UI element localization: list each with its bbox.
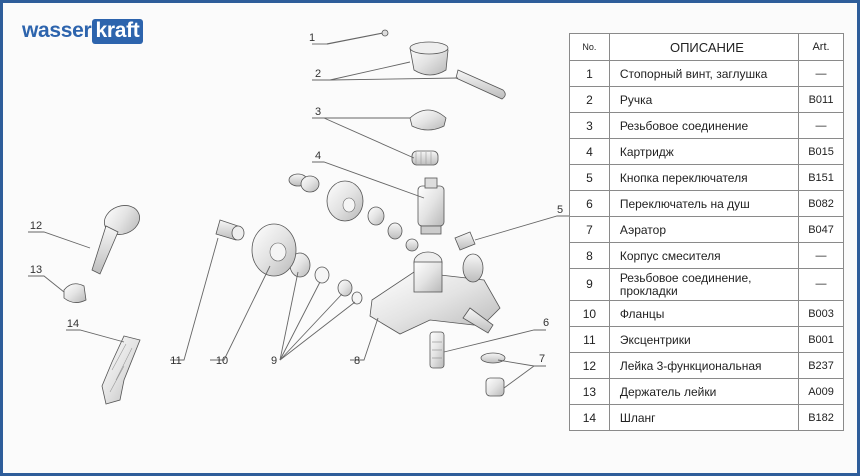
cell-art: A009 bbox=[798, 378, 844, 405]
cell-description: Шланг bbox=[608, 404, 800, 431]
part-10-flange bbox=[251, 223, 297, 277]
part-12-shower-head bbox=[91, 205, 140, 275]
cell-art: B015 bbox=[798, 138, 844, 165]
callout-6: 6 bbox=[543, 317, 549, 329]
part-14-hose bbox=[101, 335, 141, 405]
cell-no: 12 bbox=[569, 352, 610, 379]
cell-description: Фланцы bbox=[608, 300, 800, 327]
logo-wasser: wasser bbox=[22, 19, 92, 42]
cell-art: B047 bbox=[798, 216, 844, 243]
cell-no: 3 bbox=[569, 112, 610, 139]
cell-no: 7 bbox=[569, 216, 610, 243]
cell-description: Держатель лейки bbox=[608, 378, 800, 405]
cell-description: Корпус смесителя bbox=[608, 242, 800, 269]
header-no: No. bbox=[569, 33, 610, 61]
cell-description: Ручка bbox=[608, 86, 800, 113]
cell-no: 9 bbox=[569, 268, 610, 301]
cell-art: — bbox=[798, 242, 844, 269]
part-7-aerator bbox=[480, 352, 506, 397]
cell-art: B082 bbox=[798, 190, 844, 217]
callout-10: 10 bbox=[216, 355, 228, 367]
cell-description: Стопорный винт, заглушка bbox=[608, 60, 800, 87]
cell-art: B001 bbox=[798, 326, 844, 353]
part-2-handle bbox=[409, 41, 506, 100]
cell-no: 1 bbox=[569, 60, 610, 87]
cell-art: — bbox=[798, 112, 844, 139]
parts-table-header: No. ОПИСАНИЕ Art. bbox=[569, 33, 844, 61]
cell-art: B011 bbox=[798, 86, 844, 113]
part-9-gaskets bbox=[289, 252, 363, 305]
part-4-cartridge bbox=[417, 177, 445, 235]
cell-description: Кнопка переключателя bbox=[608, 164, 800, 191]
header-art: Art. bbox=[798, 33, 844, 61]
callout-14: 14 bbox=[67, 318, 79, 330]
cell-art: B237 bbox=[798, 352, 844, 379]
part-8-body bbox=[369, 251, 501, 335]
header-description: ОПИСАНИЕ bbox=[608, 33, 800, 61]
cell-no: 5 bbox=[569, 164, 610, 191]
cell-no: 4 bbox=[569, 138, 610, 165]
callout-12: 12 bbox=[30, 220, 42, 232]
cell-art: B182 bbox=[798, 404, 844, 431]
cell-description: Лейка 3-функциональная bbox=[608, 352, 800, 379]
cell-description: Эксцентрики bbox=[608, 326, 800, 353]
callout-2: 2 bbox=[315, 68, 321, 80]
callout-11: 11 bbox=[170, 355, 181, 367]
callout-1: 1 bbox=[309, 32, 315, 44]
cell-no: 8 bbox=[569, 242, 610, 269]
cell-no: 2 bbox=[569, 86, 610, 113]
part-caps bbox=[288, 173, 419, 252]
part-11-eccentric bbox=[215, 219, 245, 241]
leader-lines bbox=[28, 43, 571, 389]
cell-description: Переключатель на душ bbox=[608, 190, 800, 217]
callout-4: 4 bbox=[315, 150, 321, 162]
cell-no: 13 bbox=[569, 378, 610, 405]
part-3-connection bbox=[409, 109, 447, 166]
cell-art: B151 bbox=[798, 164, 844, 191]
part-13-holder bbox=[63, 283, 87, 303]
cell-no: 14 bbox=[569, 404, 610, 431]
callout-13: 13 bbox=[30, 264, 42, 276]
callout-8: 8 bbox=[354, 355, 360, 367]
callout-9: 9 bbox=[271, 355, 277, 367]
cell-art: B003 bbox=[798, 300, 844, 327]
cell-no: 6 bbox=[569, 190, 610, 217]
cell-description: Резьбовое соединение bbox=[608, 112, 800, 139]
part-6-shower-switch bbox=[429, 331, 445, 369]
callout-3: 3 bbox=[315, 106, 321, 118]
part-1-screw bbox=[326, 29, 389, 45]
cell-description: Аэратор bbox=[608, 216, 800, 243]
logo-kraft: kraft bbox=[92, 18, 144, 44]
cell-description: Резьбовое соединение, прокладки bbox=[608, 268, 800, 301]
cell-description: Картридж bbox=[608, 138, 800, 165]
callout-5: 5 bbox=[557, 204, 563, 216]
cell-no: 11 bbox=[569, 326, 610, 353]
cell-art: — bbox=[798, 268, 844, 301]
part-5-button bbox=[454, 231, 476, 251]
cell-no: 10 bbox=[569, 300, 610, 327]
callout-7: 7 bbox=[539, 353, 545, 365]
cell-art: — bbox=[798, 60, 844, 87]
